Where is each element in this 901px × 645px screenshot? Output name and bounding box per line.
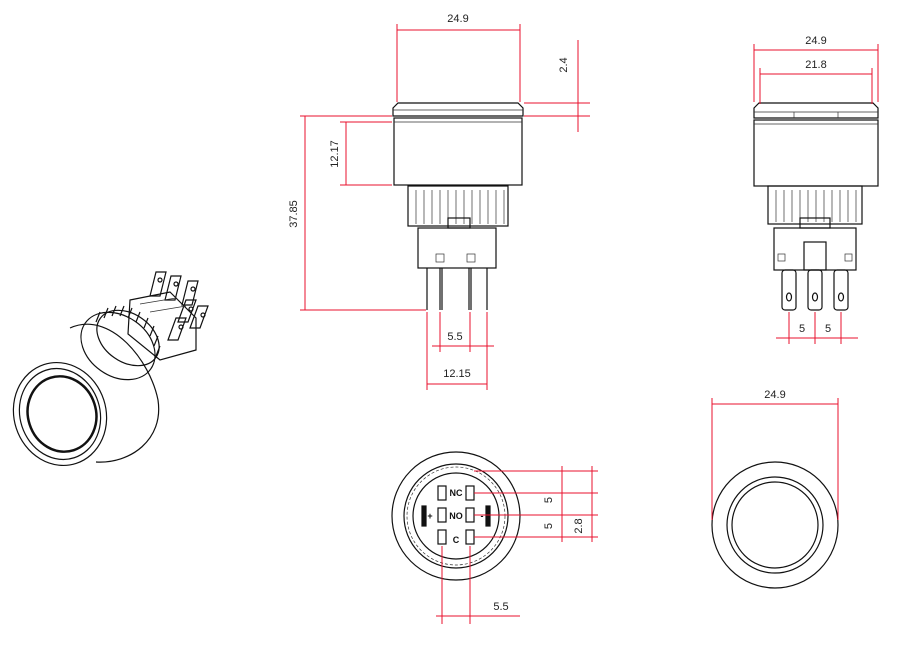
dim-side-inner-width: 21.8 [805,59,826,71]
dim-side-pitch-a: 5 [799,323,805,335]
side-view [753,102,879,311]
side-pins [781,269,849,311]
pin-label-minus: - [481,511,484,521]
dim-pin-pitch-front: 5.5 [447,331,462,343]
front-ring [407,185,509,227]
pin-label-nc: NC [450,488,463,498]
bottom-outer-circle [391,451,521,581]
pin-label-c: C [453,535,460,545]
isometric-view [12,271,209,467]
front-dimensions [300,24,590,390]
bottom-view [391,451,521,581]
front-view [392,102,524,310]
iso-base-block [127,291,197,361]
dim-pin-span-front: 12.15 [443,368,471,380]
side-base [773,227,857,271]
pin-label-plus: + [427,511,432,521]
side-dimensions [753,44,879,344]
dim-top-diameter: 24.9 [764,389,785,401]
front-body [393,117,523,186]
side-body [753,119,879,187]
front-pins [426,268,488,310]
iso-body [12,323,160,467]
top-outer-circle [711,461,839,589]
top-dimensions [711,398,839,520]
dim-bottom-pitch-a: 5 [543,497,555,503]
side-cap [753,102,879,119]
iso-pins [149,271,209,341]
top-view [711,461,839,589]
dim-side-pitch-b: 5 [825,323,831,335]
dim-bottom-pitch-b: 5 [543,523,555,529]
dim-overall-height: 37.85 [288,200,300,228]
pin-label-no: NO [449,511,463,521]
front-base [417,227,497,269]
iso-ribbed-ring [80,305,161,381]
dim-body-height: 12.17 [329,140,341,168]
dim-bottom-offset: 2.8 [573,518,585,533]
dim-bottom-pitch-horizontal: 5.5 [493,601,508,613]
bottom-pins [421,485,491,545]
dim-side-width: 24.9 [805,35,826,47]
front-cap [392,102,524,117]
dim-cap-height: 2.4 [558,57,570,72]
bottom-dimensions [436,466,598,624]
side-ring [767,185,863,225]
dim-front-width: 24.9 [447,13,468,25]
